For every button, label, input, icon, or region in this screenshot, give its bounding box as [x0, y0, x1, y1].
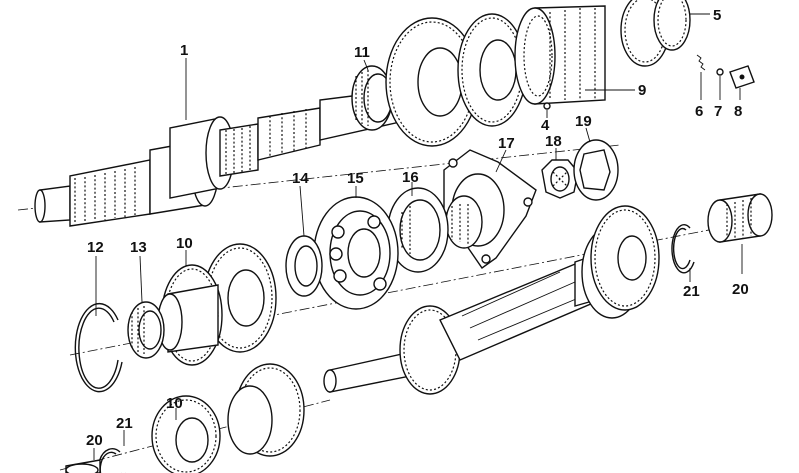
callout-11: 11	[354, 44, 370, 61]
washer-19[interactable]: 19	[573, 113, 619, 201]
snap-ring-21-lower[interactable]: 21	[97, 415, 133, 473]
callout-15: 15	[347, 170, 364, 187]
callout-19: 19	[575, 113, 592, 130]
roller-bearing-20-right[interactable]: 20	[707, 193, 773, 298]
ball-4[interactable]: 4	[541, 102, 551, 134]
callout-13: 13	[130, 239, 147, 256]
synchro-sleeve[interactable]: 9	[514, 5, 646, 105]
callout-14: 14	[292, 170, 309, 187]
callout-20a: 20	[732, 281, 749, 298]
snap-ring-14[interactable]: 14	[285, 170, 323, 297]
callout-21b: 21	[116, 415, 133, 432]
callout-7: 7	[714, 103, 722, 120]
gear-top[interactable]	[385, 13, 527, 147]
callout-1: 1	[180, 42, 188, 59]
gear-10-upper[interactable]: 10	[157, 235, 277, 366]
callout-20b: 20	[86, 432, 103, 449]
callout-9: 9	[638, 82, 646, 99]
lock-plate-8[interactable]: 8	[729, 65, 755, 120]
snap-ring-21-right[interactable]: 21	[671, 224, 700, 300]
gear-10-lower[interactable]: 10	[151, 363, 305, 473]
callout-18: 18	[545, 133, 562, 150]
ball-bearing-15[interactable]: 15	[313, 170, 399, 310]
detent-ball-7[interactable]: 7	[714, 68, 724, 120]
callout-17: 17	[498, 135, 515, 152]
callout-16: 16	[402, 169, 419, 186]
circlip-12[interactable]: 12	[74, 239, 123, 393]
callout-5: 5	[713, 7, 721, 24]
callout-21a: 21	[683, 283, 700, 300]
flange-17[interactable]: 17	[443, 135, 537, 269]
nut-18[interactable]: 18	[541, 133, 579, 199]
needle-bearing-13[interactable]: 13	[127, 239, 165, 359]
countershaft[interactable]	[323, 205, 660, 395]
callout-10a: 10	[176, 235, 193, 252]
needle-bearing-top[interactable]: 11	[351, 44, 393, 131]
bearing-race-16[interactable]: 16	[387, 169, 449, 273]
callout-12: 12	[87, 239, 104, 256]
callout-10b: 10	[166, 395, 183, 412]
callout-4: 4	[541, 117, 550, 134]
roller-bearing-20-lower[interactable]: 20	[65, 432, 103, 473]
detent-spring-6[interactable]: 6	[695, 54, 706, 120]
gear-5[interactable]: 5	[620, 0, 721, 67]
callout-8: 8	[734, 103, 742, 120]
callout-6: 6	[695, 103, 703, 120]
